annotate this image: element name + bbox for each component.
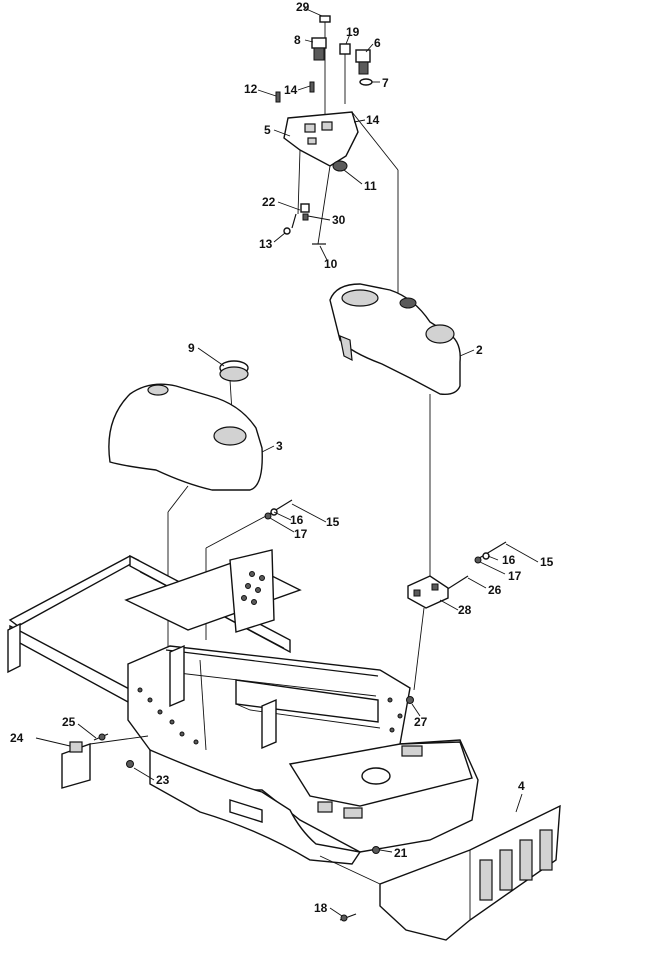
callout-27: 27 [414, 715, 428, 729]
callout-10: 10 [324, 257, 338, 271]
callout-16-left: 16 [290, 513, 304, 527]
part-29-screw [319, 15, 331, 118]
part-24-bracket [61, 735, 149, 789]
part-22-cable [291, 149, 310, 229]
callout-30: 30 [332, 213, 346, 227]
part-6-key-switch [355, 49, 371, 75]
control-panel-group [275, 15, 399, 298]
part-2-console [329, 283, 461, 582]
chassis-frame [7, 549, 479, 865]
callout-15-left: 15 [326, 515, 340, 529]
fasteners-15-16-17-right [445, 541, 507, 591]
part-13-fastener [283, 227, 291, 235]
part-21-nut [372, 846, 380, 854]
callout-25: 25 [62, 715, 76, 729]
part-25-screw [93, 733, 109, 741]
callout-11: 11 [364, 179, 377, 193]
callout-2: 2 [476, 343, 483, 357]
part-18-screw [339, 913, 357, 922]
part-9-fuel-cap [219, 360, 249, 413]
callout-16-right: 16 [502, 553, 516, 567]
callout-29: 29 [296, 0, 310, 14]
callout-6: 6 [374, 36, 381, 50]
callout-7: 7 [382, 76, 389, 90]
callout-24: 24 [10, 731, 24, 745]
callout-19: 19 [346, 25, 360, 39]
callout-17-left: 17 [294, 527, 308, 541]
part-4-rear-guard [319, 804, 561, 941]
part-7-nut [359, 78, 373, 86]
callout-28: 28 [458, 603, 472, 617]
callout-8: 8 [294, 33, 301, 47]
part-14-screw-left [309, 81, 315, 93]
part-8-switch [311, 37, 327, 61]
callout-14-upper: 14 [284, 83, 298, 97]
part-30-clip [302, 213, 309, 221]
part-12-screw [275, 91, 281, 103]
callout-17-right: 17 [508, 569, 522, 583]
callout-22: 22 [262, 195, 276, 209]
callout-18: 18 [314, 901, 328, 915]
part-10-rod [312, 165, 331, 245]
part-11-grommet [332, 160, 348, 172]
callout-3: 3 [276, 439, 283, 453]
callout-21: 21 [394, 846, 408, 860]
callout-labels: 29 8 19 6 7 12 14 14 5 11 22 30 13 10 2 … [10, 0, 554, 915]
callout-5: 5 [264, 123, 271, 137]
callout-9: 9 [188, 341, 195, 355]
leader-lines [35, 7, 539, 917]
callout-23: 23 [156, 773, 170, 787]
callout-12: 12 [244, 82, 258, 96]
callout-15-right: 15 [540, 555, 554, 569]
callout-13: 13 [259, 237, 273, 251]
part-19-knob [339, 43, 351, 104]
callout-14-right: 14 [366, 113, 380, 127]
callout-26: 26 [488, 583, 502, 597]
part-28-bracket [407, 575, 449, 691]
callout-4: 4 [518, 779, 525, 793]
part-27-nut [406, 696, 414, 704]
part-23-nut [126, 760, 134, 768]
